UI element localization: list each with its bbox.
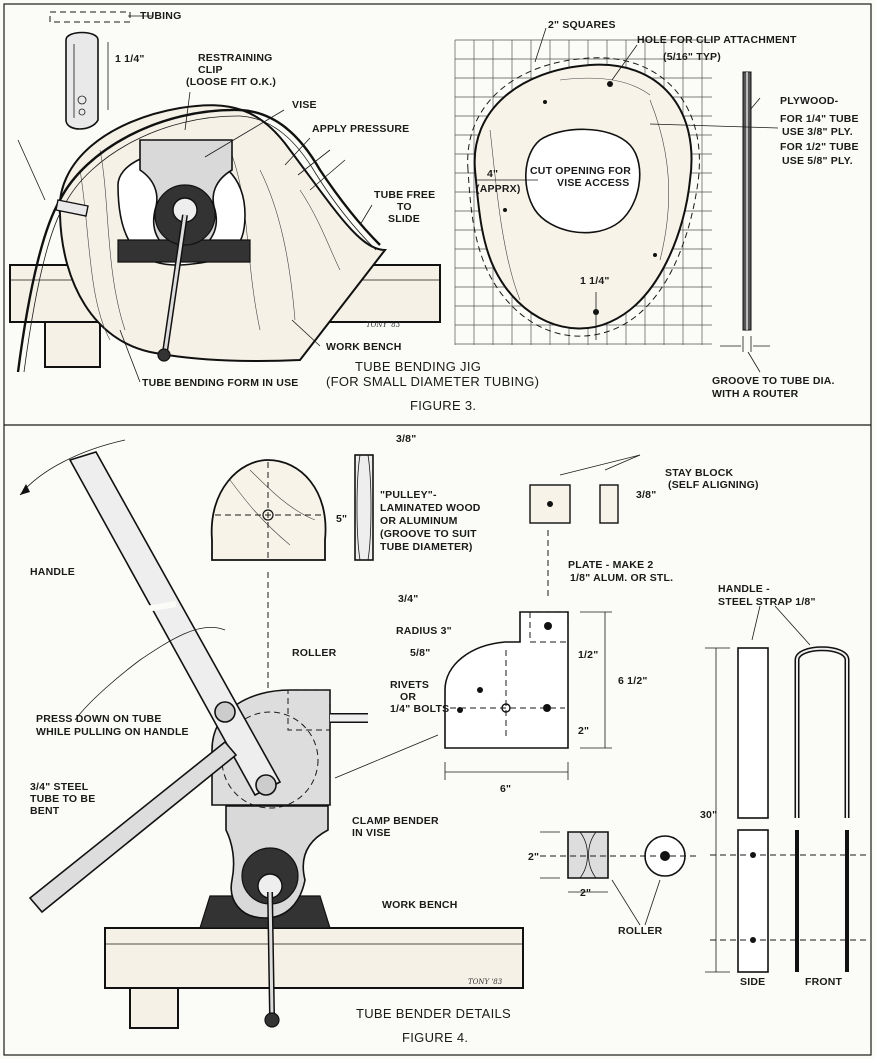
label-roller-bottom: ROLLER [618, 925, 663, 937]
label-bent: BENT [30, 805, 60, 817]
vise-base [117, 239, 251, 263]
label-approx: (APPRX) [476, 183, 521, 195]
label-pulley-5: TUBE DIAMETER) [380, 541, 473, 553]
page-border [3, 3, 872, 1056]
label-small-diameter: (FOR SMALL DIAMETER TUBING) [326, 374, 539, 389]
label-press-down: PRESS DOWN ON TUBE [36, 713, 162, 725]
label-tube-to-be: TUBE TO BE [30, 793, 95, 805]
label-plywood-58: USE 5/8" PLY. [782, 155, 853, 167]
label-steel-tube: 3/4" STEEL [30, 781, 89, 793]
label-plywood-12: FOR 1/2" TUBE [780, 141, 859, 153]
label-vise: VISE [292, 99, 317, 111]
label-rivets: RIVETS [390, 679, 429, 691]
label-dim-2-roller: 2" [528, 851, 539, 863]
label-stay-block: STAY BLOCK [665, 467, 734, 479]
label-work-bench-2: WORK BENCH [382, 899, 458, 911]
figure3-number: FIGURE 3. [410, 398, 476, 413]
label-dim-5: 5" [336, 513, 347, 525]
label-plywood-14: FOR 1/4" TUBE [780, 113, 859, 125]
label-tube-free: TUBE FREE [374, 189, 435, 201]
label-dim-38: 3/8" [396, 433, 416, 445]
label-hole-typ: (5/16" TYP) [663, 51, 721, 63]
label-dim-clip: 1 1/4" [115, 53, 145, 65]
label-dim-6: 6" [500, 783, 511, 795]
label-handle-strap: HANDLE - [718, 583, 770, 595]
label-dim-612: 6 1/2" [618, 675, 648, 687]
label-vise-access: VISE ACCESS [557, 177, 629, 189]
label-clamp-bender: CLAMP BENDER [352, 815, 439, 827]
label-radius: RADIUS 3" [396, 625, 452, 637]
label-router: WITH A ROUTER [712, 388, 799, 400]
figure4-caption: TUBE BENDER DETAILS [356, 1006, 511, 1021]
label-in-vise: IN VISE [352, 827, 391, 839]
stay-block-side [599, 484, 619, 524]
vise-access-opening [525, 128, 641, 234]
label-dim-38b: 3/8" [636, 489, 656, 501]
figure4-labels: HANDLE "PULLEY"- LAMINATED WOOD OR ALUMI… [30, 433, 843, 1045]
label-loose-fit: (LOOSE FIT O.K.) [186, 76, 276, 88]
label-plywood: PLYWOOD- [780, 95, 839, 107]
tube [16, 108, 381, 373]
label-self-aligning: (SELF ALIGNING) [668, 479, 759, 491]
label-steel-strap: STEEL STRAP 1/8" [718, 596, 816, 608]
handle-strap-side [737, 647, 769, 819]
figure3-pattern-grid [454, 27, 779, 373]
label-form-in-use: TUBE BENDING FORM IN USE [142, 377, 298, 389]
restraining-clip [65, 31, 99, 130]
figure3-labels: TUBING 1 1/4" RESTRAINING CLIP (LOOSE FI… [115, 10, 859, 413]
label-handle: HANDLE [30, 566, 75, 578]
figure4-number: FIGURE 4. [402, 1030, 468, 1045]
handle-strap-front [794, 646, 850, 818]
roller-side [567, 831, 609, 879]
signature-fig4: TONY '83 [468, 978, 503, 986]
bench-leg [44, 321, 101, 368]
label-plywood-38: USE 3/8" PLY. [782, 126, 853, 138]
signature-fig3: TONY '83 [366, 321, 401, 329]
label-side: SIDE [740, 976, 765, 988]
steel-tube [28, 740, 238, 914]
label-dim-12: 1/2" [578, 649, 598, 661]
label-dim-114: 1 1/4" [580, 275, 610, 287]
label-plate: PLATE - MAKE 2 [568, 559, 653, 571]
work-bench-2 [104, 927, 524, 989]
label-front: FRONT [805, 976, 843, 988]
label-dim-2: 2" [578, 725, 589, 737]
label-tube-free-to: TO [397, 201, 412, 213]
label-groove: GROOVE TO TUBE DIA. [712, 375, 835, 387]
figure3-jig-in-use [9, 11, 441, 383]
label-apply-pressure: APPLY PRESSURE [312, 123, 409, 135]
label-pulley-1: "PULLEY"- [380, 489, 437, 501]
label-tubing: TUBING [140, 10, 181, 22]
label-dim-2-roller-b: 2" [580, 887, 591, 899]
label-squares: 2" SQUARES [548, 19, 616, 31]
label-tube-free-slide: SLIDE [388, 213, 420, 225]
label-pulley-2: LAMINATED WOOD [380, 502, 481, 514]
figure4-tube-bender [19, 439, 870, 1029]
label-dim-34: 3/4" [398, 593, 418, 605]
label-dim-58: 5/8" [410, 647, 430, 659]
pulley-edge [354, 454, 374, 561]
label-restraining: RESTRAINING [198, 52, 273, 64]
label-pulley-4: (GROOVE TO SUIT [380, 528, 477, 540]
label-pulley-3: OR ALUMINUM [380, 515, 458, 527]
label-cut-opening: CUT OPENING FOR [530, 165, 631, 177]
label-clip: CLIP [198, 64, 223, 76]
label-while-pulling: WHILE PULLING ON HANDLE [36, 726, 189, 738]
label-roller-top: ROLLER [292, 647, 337, 659]
label-plate-material: 1/8" ALUM. OR STL. [570, 572, 673, 584]
figure3-caption: TUBE BENDING JIG [355, 359, 481, 374]
label-bolts: 1/4" BOLTS [390, 703, 449, 715]
label-rivets-or: OR [400, 691, 416, 703]
label-dim-4: 4" [487, 168, 498, 180]
label-hole-clip: HOLE FOR CLIP ATTACHMENT [637, 34, 797, 46]
label-dim-30: 30" [700, 809, 717, 821]
label-work-bench: WORK BENCH [326, 341, 402, 353]
